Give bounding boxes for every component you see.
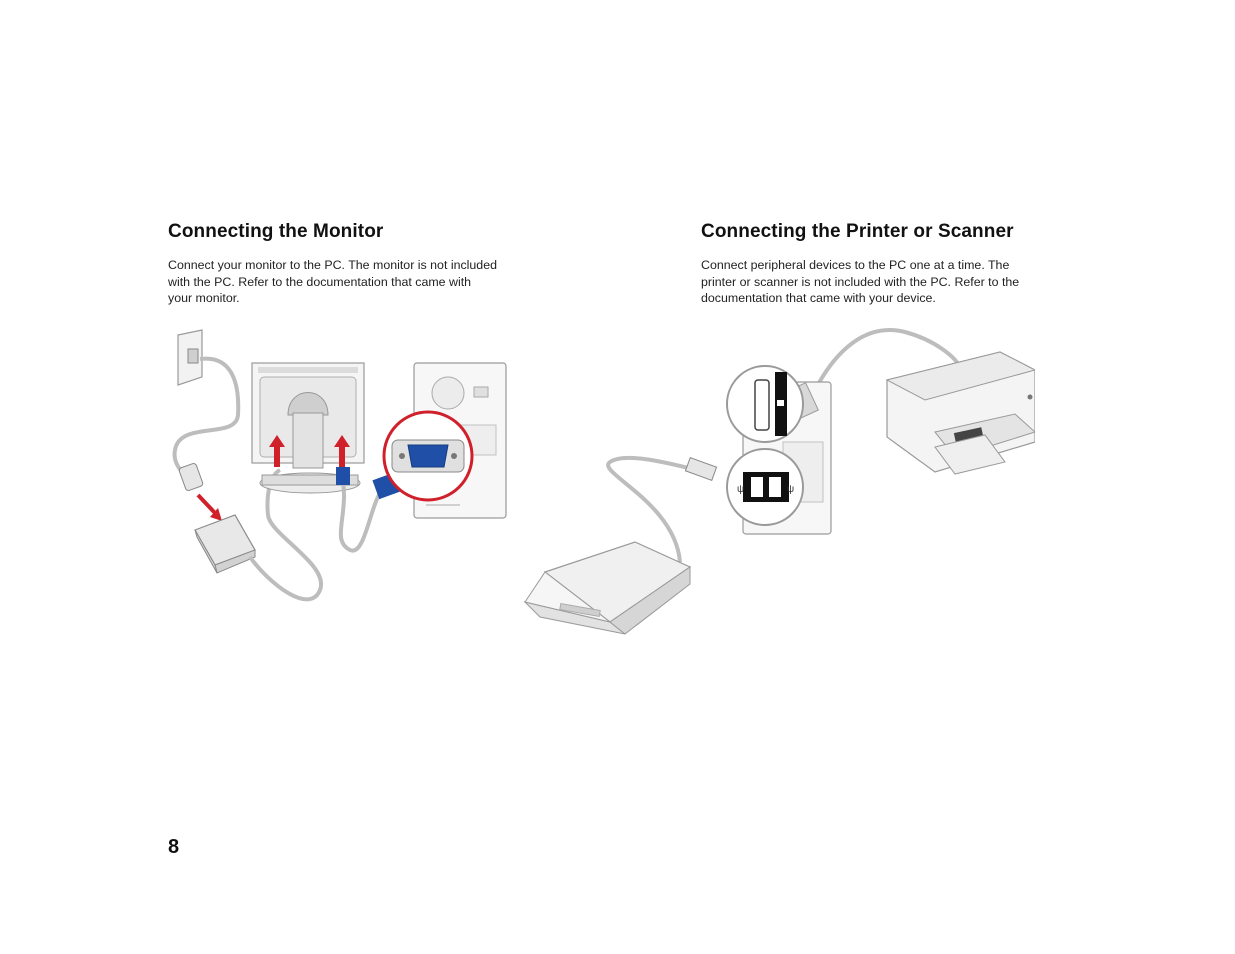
printer-section-body: Connect peripheral devices to the PC one… [701, 258, 1020, 306]
wall-outlet-icon [177, 329, 203, 386]
adapter-cable [248, 468, 324, 602]
vga-plug-icon [336, 467, 350, 485]
arrow-icon [196, 493, 222, 521]
page-number: 8 [168, 836, 180, 858]
parallel-port-callout [726, 365, 804, 443]
printer-icon [885, 351, 1035, 475]
parallel-port-icon [754, 379, 770, 431]
ac-adapter-icon [194, 514, 256, 574]
printer-section: Connecting the Printer or Scanner Connec… [701, 221, 1041, 307]
power-plug-icon [178, 462, 204, 492]
usb-port-icon [769, 477, 781, 497]
scanner-icon [523, 541, 692, 635]
monitor-section-body: Connect your monitor to the PC. The moni… [168, 258, 497, 306]
usb-plug-icon [684, 456, 718, 482]
monitor-connection-illustration [172, 329, 507, 602]
printer-section-title: Connecting the Printer or Scanner [701, 221, 1014, 242]
power-cable [172, 356, 241, 482]
svg-text:ψ: ψ [737, 484, 744, 495]
arrow-icon [269, 435, 350, 467]
svg-text:ψ: ψ [787, 484, 794, 495]
vga-port-icon [407, 444, 449, 468]
printer-scanner-illustration: ψ ψ [523, 328, 1035, 635]
usb-port-callout: ψ ψ [726, 448, 804, 526]
monitor-section-title: Connecting the Monitor [168, 221, 384, 242]
vga-port-callout [382, 410, 474, 502]
monitor-section: Connecting the Monitor Connect your moni… [168, 221, 498, 307]
vga-cable [338, 474, 384, 553]
usb-port-icon [751, 477, 763, 497]
parallel-cable [813, 328, 962, 391]
usb-cable [606, 455, 706, 563]
